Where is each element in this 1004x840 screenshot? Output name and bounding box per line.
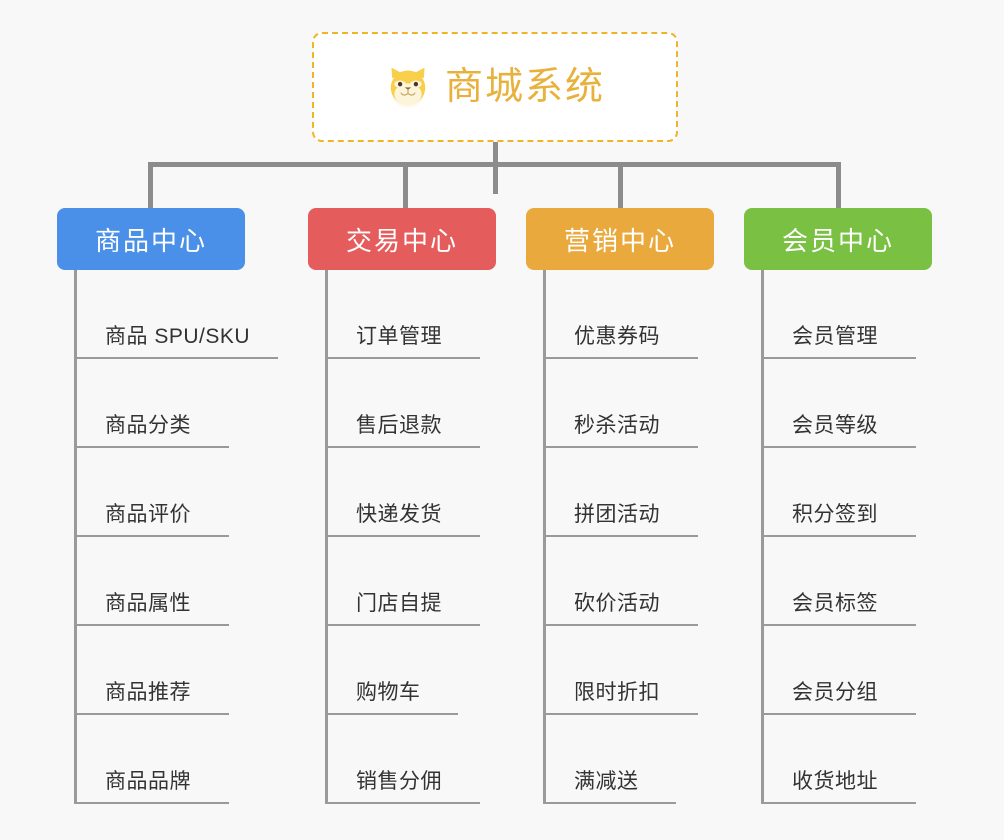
leaf-underline (543, 535, 698, 537)
leaf-underline (543, 624, 698, 626)
leaf-item[interactable]: 快递发货 (325, 448, 480, 537)
leaf-underline (325, 713, 458, 715)
leaf-item[interactable]: 购物车 (325, 626, 458, 715)
leaf-underline (325, 357, 480, 359)
leaf-label: 收货地址 (792, 770, 878, 793)
column-spine-3 (543, 270, 546, 804)
leaf-item[interactable]: 商品品牌 (74, 715, 229, 804)
leaf-label: 会员标签 (792, 592, 878, 615)
branch-box-2[interactable]: 交易中心 (308, 208, 496, 270)
leaf-underline (543, 446, 698, 448)
branch-column-1: 商品 SPU/SKU 商品分类 商品评价 商品属性 商品推荐 商品品牌 (74, 270, 294, 804)
branch-box-3[interactable]: 营销中心 (526, 208, 714, 270)
leaf-item[interactable]: 拼团活动 (543, 448, 698, 537)
leaf-underline (74, 357, 278, 359)
connector-horizontal-bus (148, 162, 841, 167)
leaf-item[interactable]: 砍价活动 (543, 537, 698, 626)
leaf-item[interactable]: 会员标签 (761, 537, 916, 626)
column-spine-4 (761, 270, 764, 804)
branch-column-4: 会员管理 会员等级 积分签到 会员标签 会员分组 收货地址 (761, 270, 941, 804)
leaf-underline (543, 802, 676, 804)
leaf-underline (543, 713, 698, 715)
leaf-label: 商品评价 (105, 503, 191, 526)
branch-box-4[interactable]: 会员中心 (744, 208, 932, 270)
leaf-underline (325, 446, 480, 448)
column-spine-2 (325, 270, 328, 804)
leaf-label: 会员分组 (792, 681, 878, 704)
leaf-underline (761, 713, 916, 715)
leaf-item[interactable]: 商品分类 (74, 359, 229, 448)
connector-drop-4 (836, 162, 841, 208)
leaf-underline (761, 624, 916, 626)
leaf-underline (325, 535, 480, 537)
connector-drop-1 (148, 162, 153, 208)
branch-column-2: 订单管理 售后退款 快递发货 门店自提 购物车 销售分佣 (325, 270, 505, 804)
leaf-item[interactable]: 满减送 (543, 715, 676, 804)
shiba-dog-face-icon (385, 64, 431, 110)
leaf-label: 销售分佣 (356, 770, 442, 793)
leaf-label: 积分签到 (792, 503, 878, 526)
leaf-label: 砍价活动 (574, 592, 660, 615)
leaf-underline (74, 802, 229, 804)
column-spine-1 (74, 270, 77, 804)
leaf-item[interactable]: 限时折扣 (543, 626, 698, 715)
leaf-underline (74, 713, 229, 715)
leaf-underline (74, 446, 229, 448)
leaf-item[interactable]: 商品 SPU/SKU (74, 270, 278, 359)
leaf-label: 售后退款 (356, 414, 442, 437)
connector-drop-2 (403, 162, 408, 208)
leaf-label: 商品 SPU/SKU (105, 325, 251, 348)
connector-drop-3 (618, 162, 623, 208)
leaf-underline (543, 357, 698, 359)
leaf-label: 拼团活动 (574, 503, 660, 526)
leaf-item[interactable]: 会员分组 (761, 626, 916, 715)
leaf-item[interactable]: 会员等级 (761, 359, 916, 448)
root-node[interactable]: 商城系统 (312, 32, 678, 142)
branch-box-1[interactable]: 商品中心 (57, 208, 245, 270)
leaf-label: 会员等级 (792, 414, 878, 437)
connector-root-stem (493, 142, 498, 194)
leaf-item[interactable]: 收货地址 (761, 715, 916, 804)
leaf-label: 秒杀活动 (574, 414, 660, 437)
leaf-label: 满减送 (574, 770, 639, 793)
leaf-underline (761, 446, 916, 448)
leaf-label: 商品分类 (105, 414, 191, 437)
leaf-label: 订单管理 (356, 325, 442, 348)
branch-label-3: 营销中心 (563, 225, 676, 256)
leaf-item[interactable]: 积分签到 (761, 448, 916, 537)
leaf-item[interactable]: 售后退款 (325, 359, 480, 448)
leaf-underline (325, 624, 480, 626)
leaf-underline (74, 624, 229, 626)
leaf-underline (761, 802, 916, 804)
leaf-label: 优惠券码 (574, 325, 660, 348)
leaf-underline (761, 535, 916, 537)
leaf-item[interactable]: 会员管理 (761, 270, 916, 359)
leaf-item[interactable]: 优惠券码 (543, 270, 698, 359)
leaf-underline (325, 802, 480, 804)
branch-column-3: 优惠券码 秒杀活动 拼团活动 砍价活动 限时折扣 满减送 (543, 270, 723, 804)
leaf-item[interactable]: 订单管理 (325, 270, 480, 359)
branch-label-4: 会员中心 (781, 225, 894, 256)
leaf-item[interactable]: 秒杀活动 (543, 359, 698, 448)
leaf-item[interactable]: 销售分佣 (325, 715, 480, 804)
leaf-label: 购物车 (356, 681, 421, 704)
branch-label-1: 商品中心 (94, 225, 207, 256)
leaf-item[interactable]: 门店自提 (325, 537, 480, 626)
leaf-item[interactable]: 商品属性 (74, 537, 229, 626)
leaf-underline (74, 535, 229, 537)
leaf-label: 商品品牌 (105, 770, 191, 793)
leaf-label: 门店自提 (356, 592, 442, 615)
leaf-item[interactable]: 商品推荐 (74, 626, 229, 715)
leaf-label: 会员管理 (792, 325, 878, 348)
leaf-underline (761, 357, 916, 359)
root-title: 商城系统 (444, 66, 605, 108)
leaf-label: 商品推荐 (105, 681, 191, 704)
leaf-item[interactable]: 商品评价 (74, 448, 229, 537)
leaf-label: 商品属性 (105, 592, 191, 615)
branch-label-2: 交易中心 (345, 225, 458, 256)
leaf-label: 快递发货 (356, 503, 442, 526)
leaf-label: 限时折扣 (574, 681, 660, 704)
